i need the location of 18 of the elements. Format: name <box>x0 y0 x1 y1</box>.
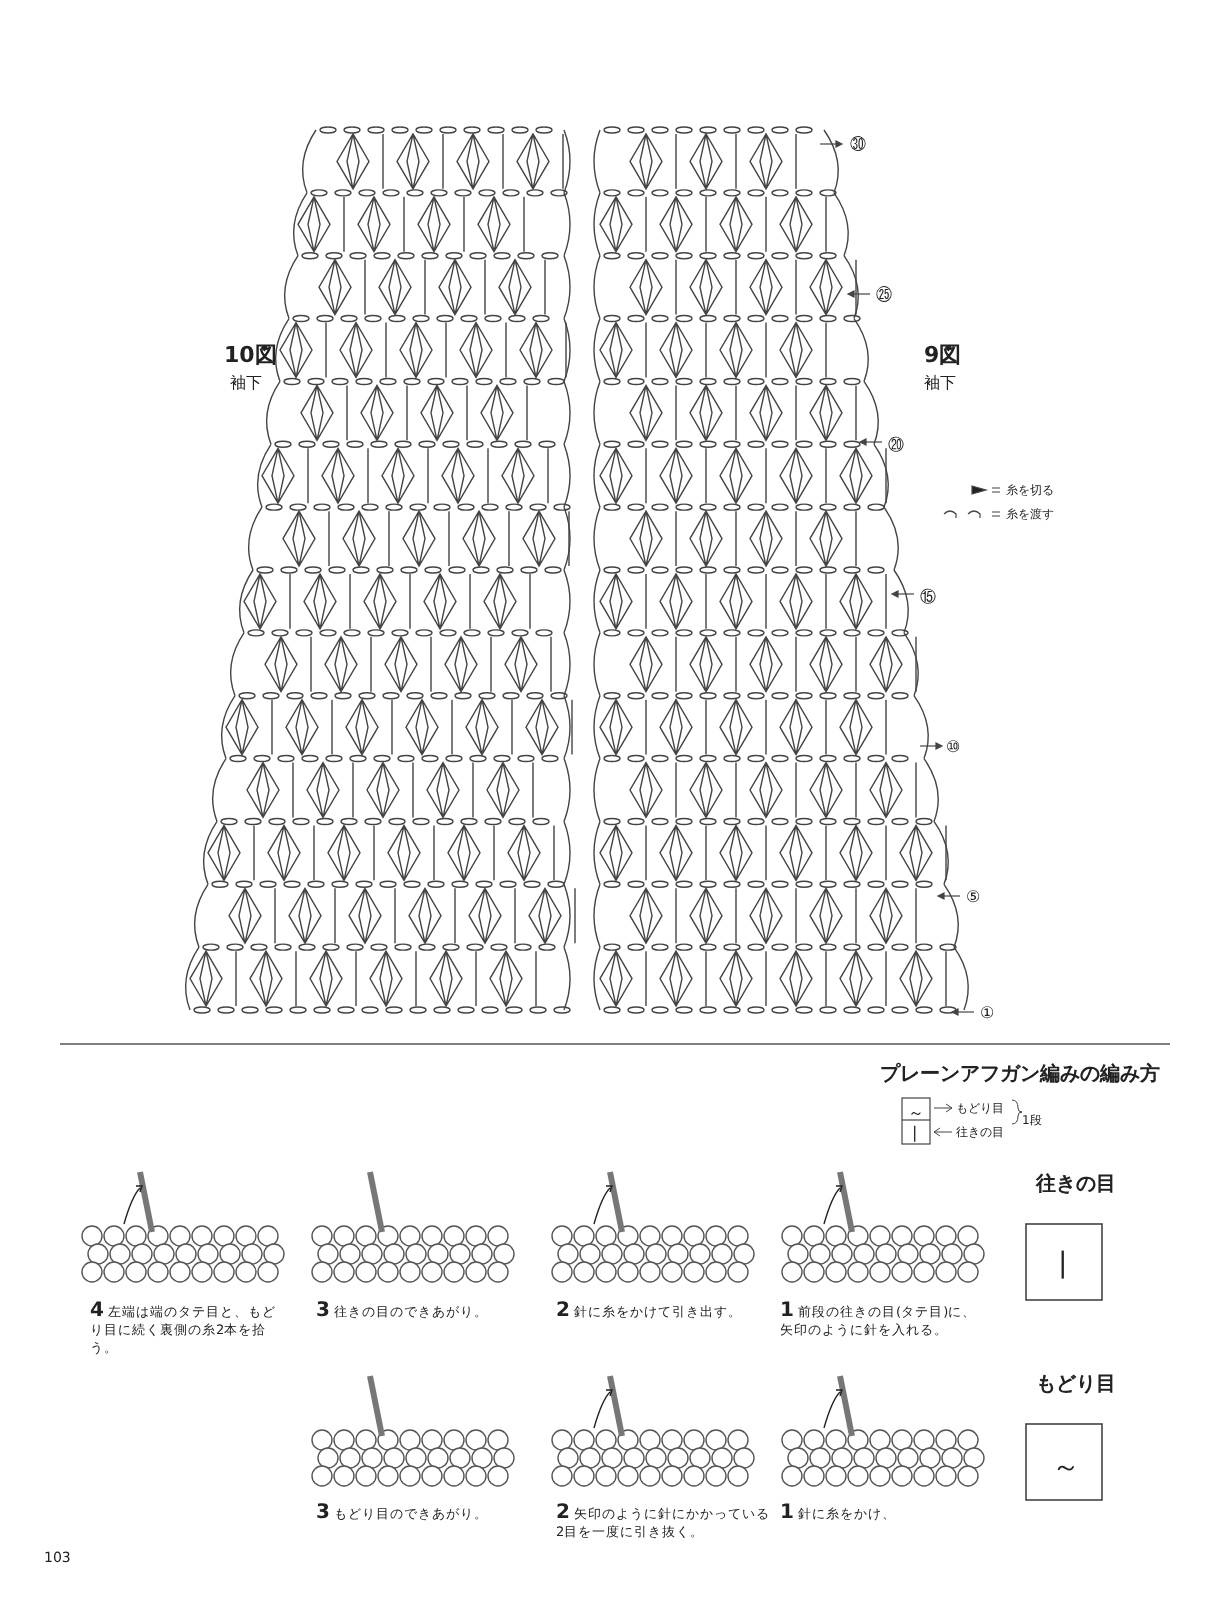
section-heading: もどり目 <box>1036 1372 1116 1398</box>
row-number: ㉚ <box>850 136 866 154</box>
row-number: ⑮ <box>920 586 936 608</box>
chart-subtitle: 袖下 <box>924 372 956 394</box>
row-number: ⑳ <box>888 434 904 456</box>
chart-title: 9図 <box>924 340 962 370</box>
section-title: プレーンアフガン編みの編み方 <box>880 1060 1160 1088</box>
row-number: ㉕ <box>876 286 892 304</box>
row-number: ⑩ <box>946 738 961 756</box>
key-symbol: ～ <box>908 1102 924 1124</box>
chart-title: 10図 <box>224 340 277 370</box>
row-number: ⑤ <box>966 888 981 906</box>
stitch-symbol: ～ <box>1052 1450 1080 1486</box>
key-symbol: | <box>912 1124 918 1142</box>
section-heading: 往きの目 <box>1036 1171 1116 1198</box>
stitch-symbol: | <box>1058 1248 1068 1280</box>
row-number: ① <box>980 1004 995 1022</box>
chart-subtitle: 袖下 <box>230 372 262 394</box>
